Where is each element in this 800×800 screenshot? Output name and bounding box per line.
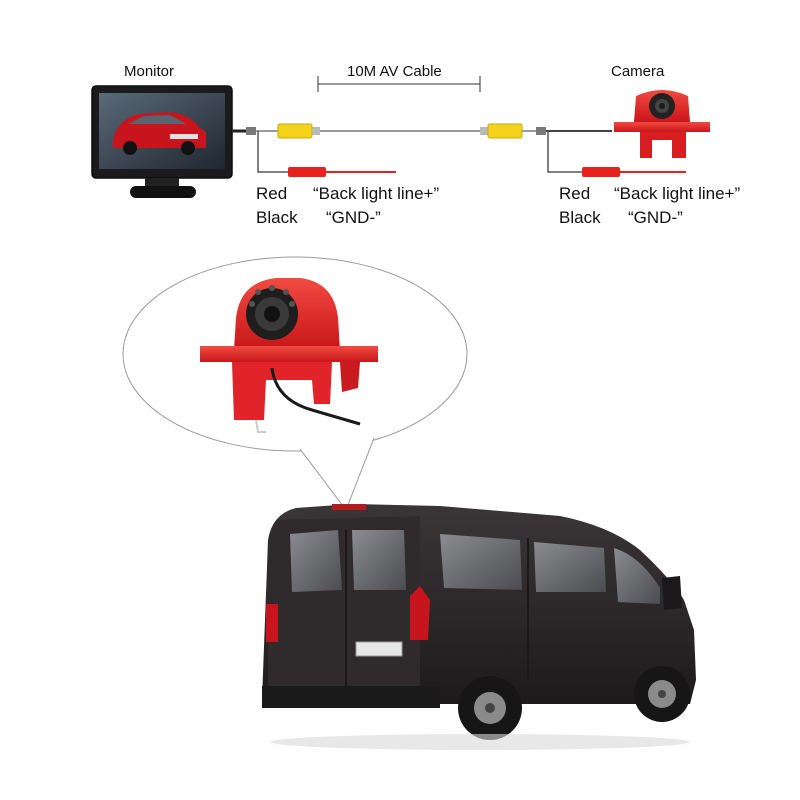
van-wheel-front <box>634 666 690 722</box>
monitor-label: Monitor <box>124 63 175 80</box>
left-red-description: “Back light line+” <box>313 184 440 203</box>
van-illustration <box>262 504 696 750</box>
right-red-description: “Back light line+” <box>614 184 741 203</box>
camera-illustration-large <box>200 278 378 433</box>
camera-illustration-small <box>614 90 710 158</box>
av-cable <box>246 123 612 139</box>
right-black-label: Black <box>559 208 601 227</box>
cable-label: 10M AV Cable <box>347 63 442 80</box>
right-black-description: “GND-” <box>628 208 683 227</box>
left-black-description: “GND-” <box>326 208 381 227</box>
left-red-label: Red <box>256 184 288 203</box>
van-wheel-rear <box>458 676 522 740</box>
left-power-lead <box>257 131 396 177</box>
right-power-lead <box>547 131 686 177</box>
camera-label: Camera <box>611 63 665 80</box>
cable-length-bracket <box>317 76 481 92</box>
monitor-illustration <box>91 85 246 198</box>
right-red-label: Red <box>559 184 591 203</box>
left-black-label: Black <box>256 208 298 227</box>
